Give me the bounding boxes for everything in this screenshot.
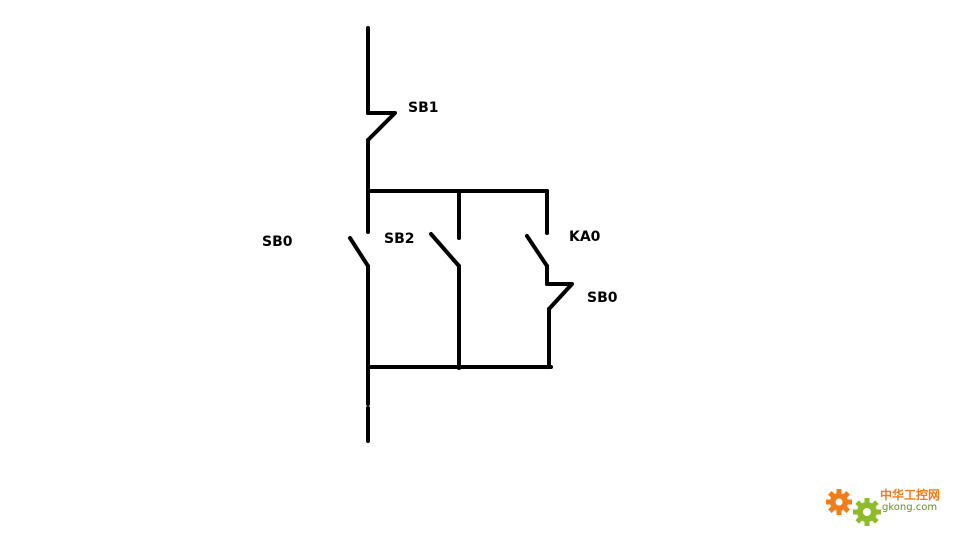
watermark-gear-logo xyxy=(826,489,881,526)
ka0-no-contact xyxy=(525,234,549,268)
sb1-nc-contact xyxy=(366,111,397,142)
label-sb2: SB2 xyxy=(384,231,415,247)
sb0-nc-contact xyxy=(545,282,574,311)
sb2-no-contact xyxy=(429,232,461,268)
sb0-no-contact xyxy=(348,236,370,268)
label-sb0-left: SB0 xyxy=(262,234,293,250)
label-ka0: KA0 xyxy=(569,229,601,245)
label-sb0-right: SB0 xyxy=(587,290,618,306)
orange-gear-icon xyxy=(826,489,852,515)
label-sb1: SB1 xyxy=(408,100,439,116)
watermark-text-en: gkong.com xyxy=(882,502,938,513)
watermark-text-cn: 中华工控网 xyxy=(880,488,941,502)
green-gear-icon xyxy=(853,498,881,526)
